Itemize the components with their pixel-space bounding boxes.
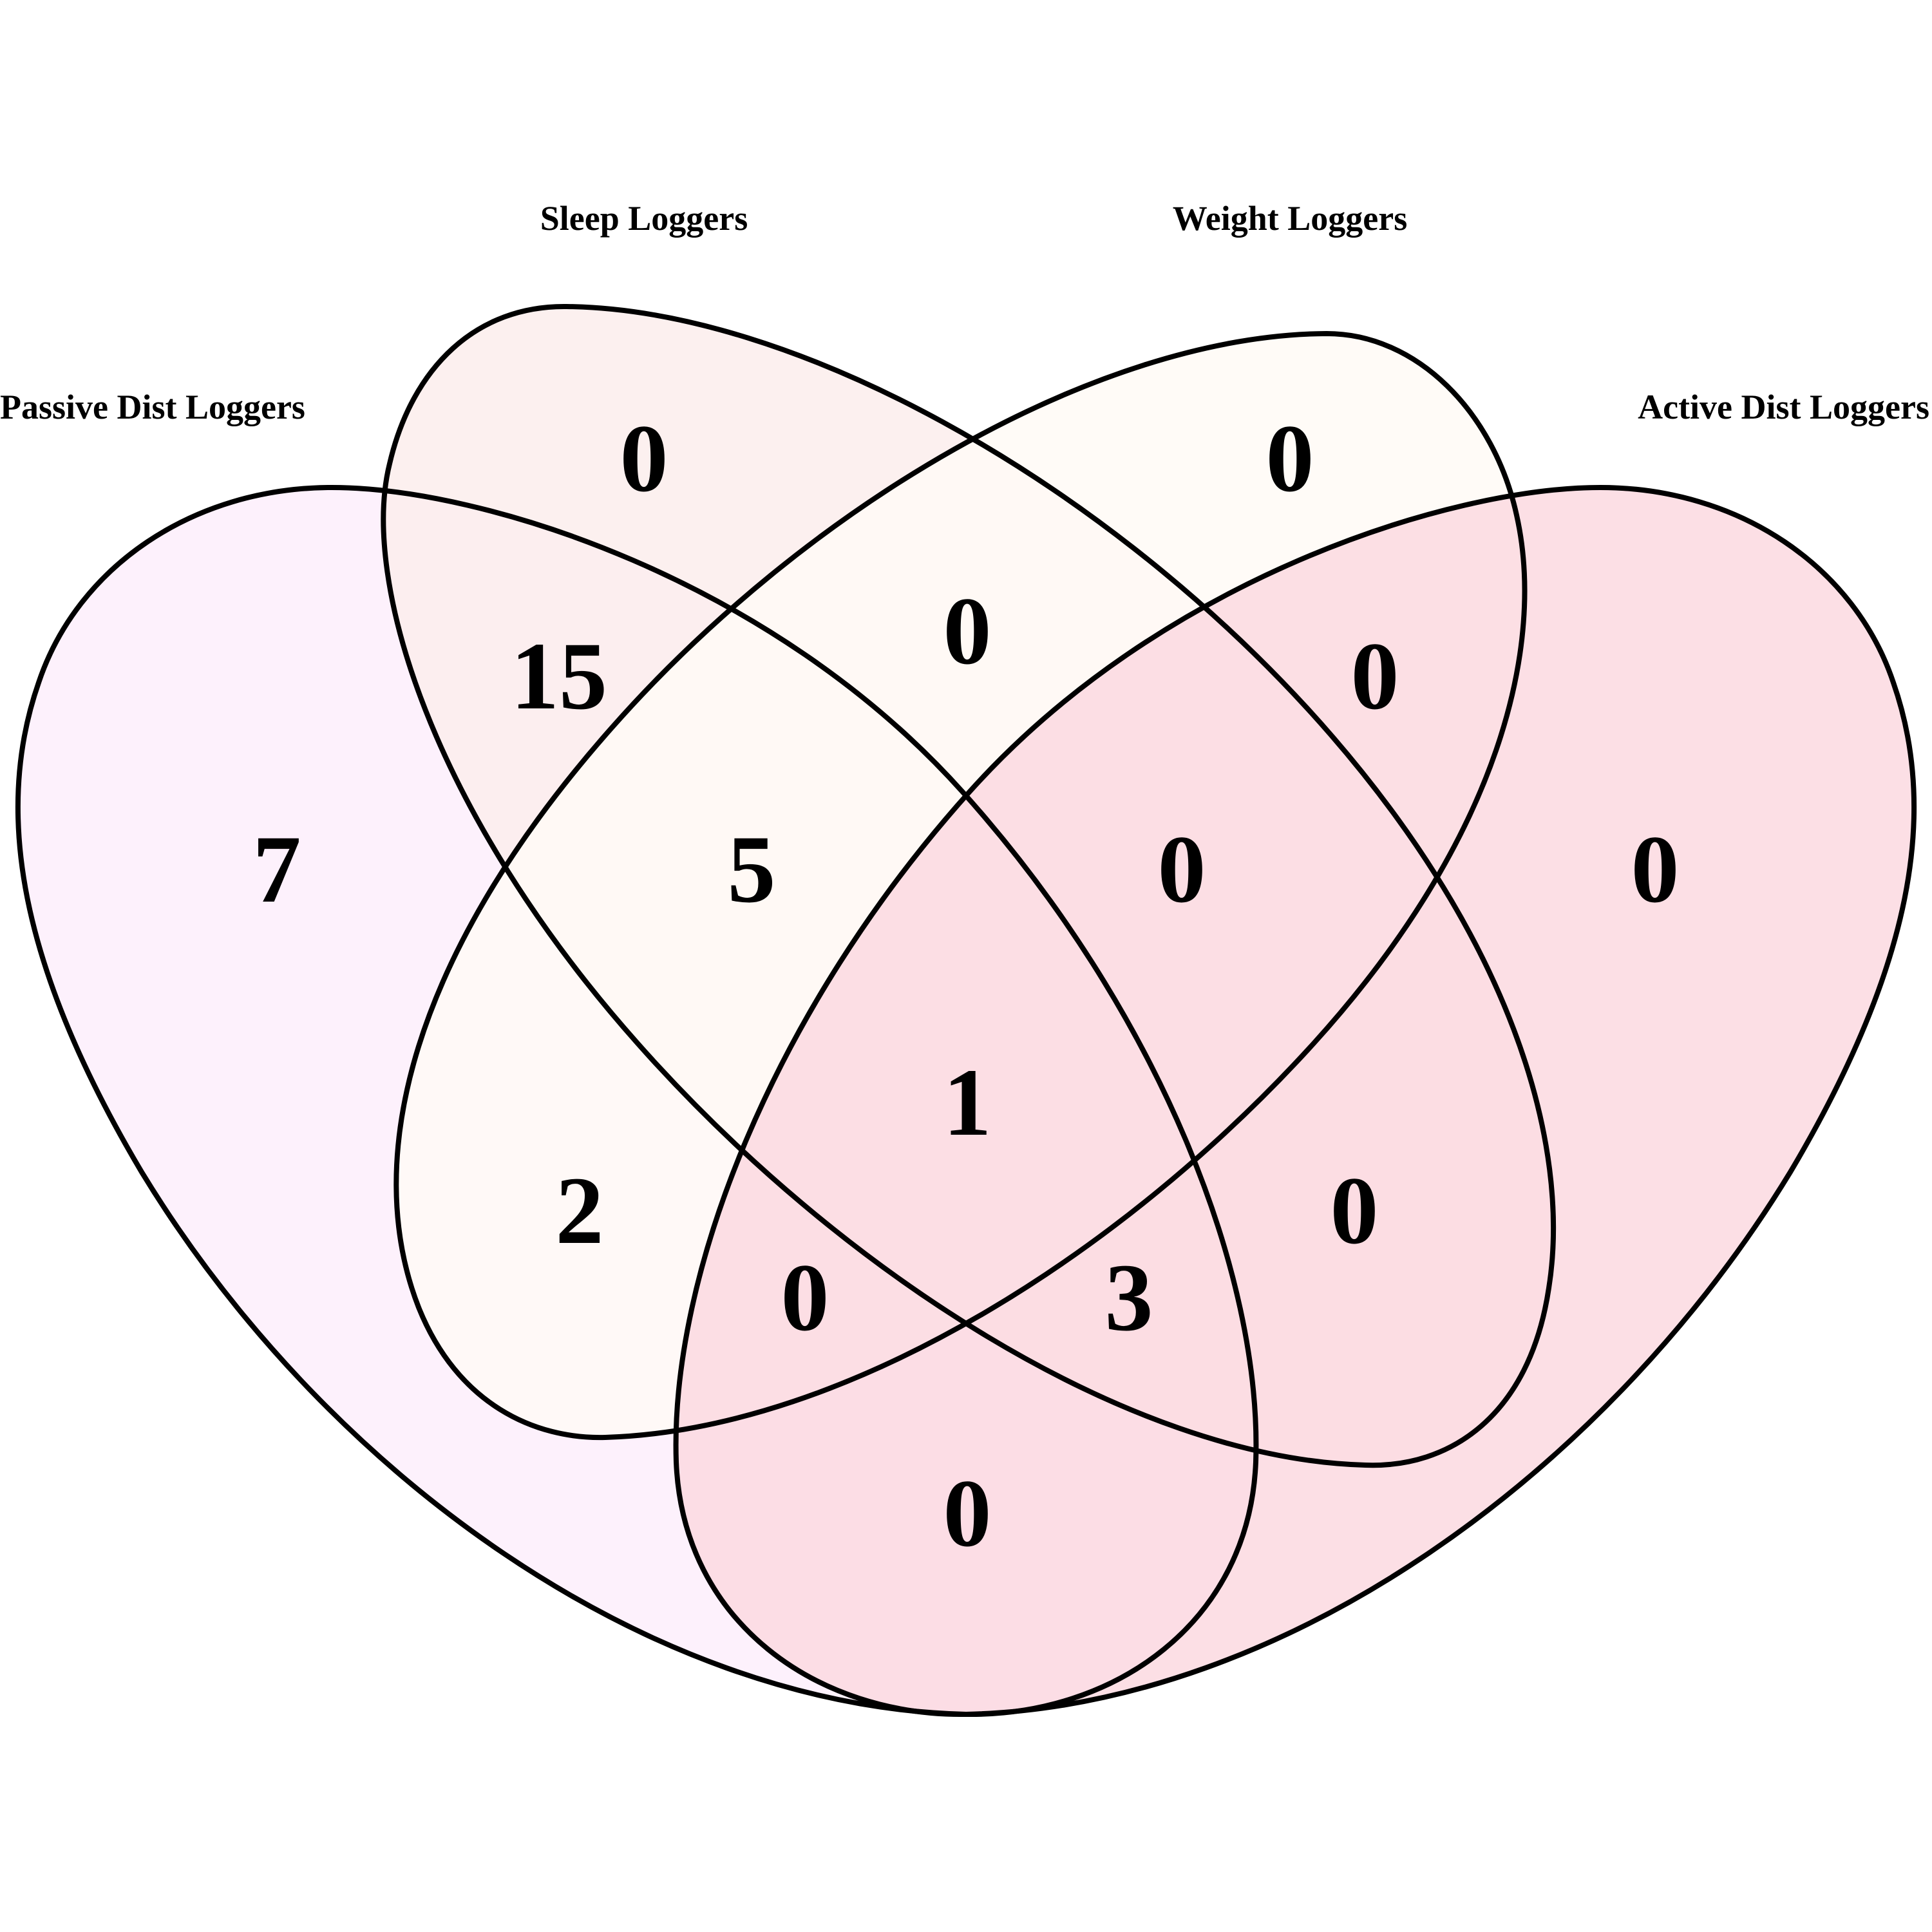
set-outline-sleep xyxy=(381,303,1557,1468)
region-count-sleep-weight: 0 xyxy=(943,578,992,685)
set-outline-weight xyxy=(393,330,1528,1441)
region-counts: 0 0 7 0 15 0 0 5 0 1 2 0 0 3 0 xyxy=(253,405,1680,1567)
region-count-sleep-only: 0 xyxy=(620,405,668,512)
set-label-active: Active Dist Loggers xyxy=(1638,388,1929,426)
region-count-passive-only: 7 xyxy=(253,816,301,923)
region-count-active-only: 0 xyxy=(1631,816,1680,923)
region-count-passive-active: 0 xyxy=(943,1460,992,1567)
region-count-all-four: 1 xyxy=(943,1049,992,1156)
set-label-sleep: Sleep Loggers xyxy=(540,199,748,238)
set-outlines xyxy=(15,303,1917,1718)
region-count-passive-sleep-active: 3 xyxy=(1105,1244,1153,1351)
set-label-passive: Passive Dist Loggers xyxy=(0,388,305,426)
set-outline-active xyxy=(673,484,1917,1718)
region-count-sleep-active: 0 xyxy=(1331,1157,1379,1264)
region-count-weight-active: 0 xyxy=(1351,623,1399,730)
set-fill-active xyxy=(676,488,1915,1715)
set-labels: Passive Dist Loggers Sleep Loggers Weigh… xyxy=(0,199,1929,426)
set-fills xyxy=(17,306,1915,1715)
region-count-passive-weight-active: 0 xyxy=(781,1244,829,1351)
region-count-sleep-weight-active: 0 xyxy=(1158,816,1206,923)
set-label-weight: Weight Loggers xyxy=(1173,199,1407,238)
region-count-passive-weight: 2 xyxy=(556,1157,604,1264)
region-count-passive-sleep-weight: 5 xyxy=(728,816,776,923)
region-count-passive-sleep: 15 xyxy=(511,623,607,730)
region-count-weight-only: 0 xyxy=(1266,405,1314,512)
